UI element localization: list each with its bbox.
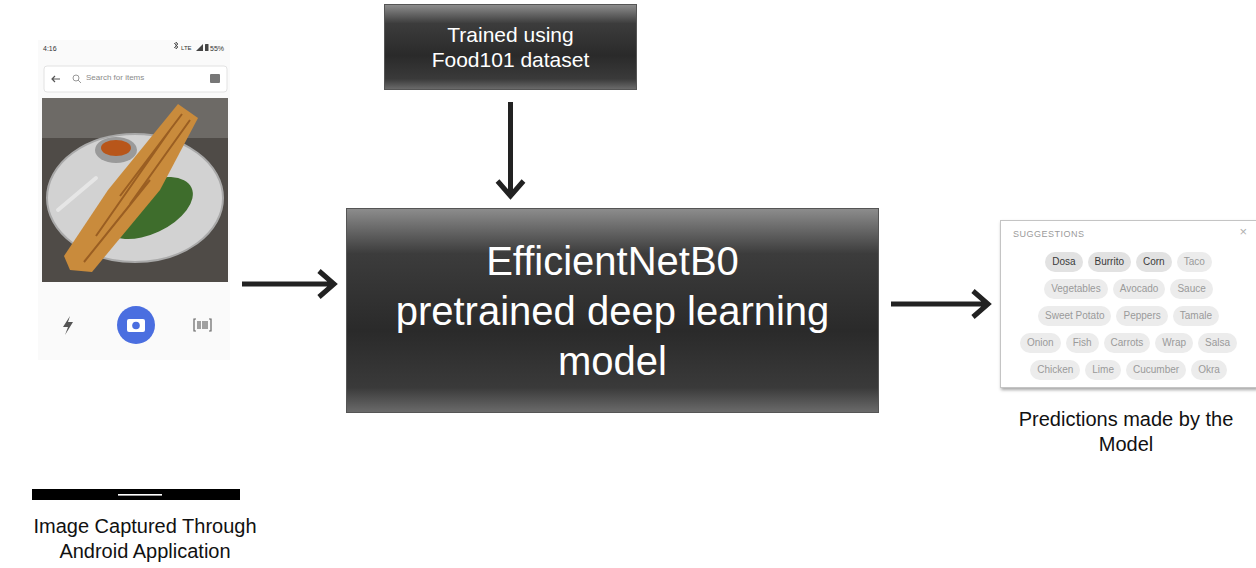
suggestion-chip: Okra (1191, 360, 1227, 380)
dosa-crust (84, 114, 190, 262)
chip-text: Okra (1198, 364, 1220, 375)
photo-background (42, 98, 228, 138)
chip-text: Vegetables (1051, 283, 1101, 294)
flash-icon (63, 316, 73, 335)
photo-ground (42, 98, 228, 282)
search-bar (44, 66, 227, 92)
food-photo (42, 98, 228, 282)
flow-arrow (498, 102, 524, 196)
sambar (101, 140, 131, 156)
chip-text: Onion (1027, 337, 1054, 348)
suggestion-chip: Salsa (1198, 333, 1237, 353)
nav-bar (32, 489, 240, 500)
phone-screenshot (38, 40, 230, 360)
flow-arrow (242, 271, 334, 297)
box-title: EfficientNetB0 pretrained deep learning … (395, 236, 831, 386)
chip-text: Burrito (1095, 256, 1124, 267)
spoon (58, 178, 96, 210)
network-label: LTE (181, 44, 192, 52)
suggestion-chip: Dosa (1045, 252, 1082, 272)
chip-row: Dosa Burrito Corn Taco (1001, 252, 1256, 272)
suggestion-chip: Corn (1136, 252, 1172, 272)
box-title: Trained using Food101 dataset (416, 22, 606, 72)
chip-text: Avocado (1120, 283, 1159, 294)
suggestion-chip: Carrots (1104, 333, 1151, 353)
chip-text: Corn (1143, 256, 1165, 267)
chip-text: Lime (1092, 364, 1114, 375)
suggestion-chip: Peppers (1116, 306, 1167, 326)
chip-text: Chicken (1037, 364, 1073, 375)
suggestion-chip: Avocado (1113, 279, 1166, 299)
chip-row: Vegetables Avocado Sauce (1001, 279, 1256, 299)
barcode-icon (194, 319, 211, 331)
suggestion-chip: Sweet Potato (1038, 306, 1111, 326)
suggestions-panel: SUGGESTIONS × Dosa Burrito Corn TacoVegetable… (1000, 220, 1256, 388)
chip-area: Dosa Burrito Corn TacoVegetables Avocado Sauc… (1001, 252, 1256, 387)
suggestion-chip: Cucumber (1126, 360, 1186, 380)
shutter-button (117, 306, 155, 344)
chip-row: Sweet Potato Peppers Tamale (1001, 306, 1256, 326)
figure-caption: Predictions made by the Model (1000, 407, 1252, 457)
chip-text: Salsa (1205, 337, 1230, 348)
bowl (95, 137, 137, 163)
close-icon: × (1239, 224, 1247, 239)
back-arrow (52, 76, 60, 82)
signal-icon (196, 44, 203, 51)
suggestion-chip: Onion (1020, 333, 1061, 353)
chip-text: Tamale (1180, 310, 1212, 321)
suggestion-chip: Lime (1085, 360, 1121, 380)
status-time: 4:16 (43, 44, 57, 53)
chip-text: Cucumber (1133, 364, 1179, 375)
figure-caption: Image Captured Through Android Applicati… (5, 514, 285, 564)
camera-lens (132, 322, 140, 330)
dosa (64, 104, 198, 272)
chip-text: Dosa (1052, 256, 1075, 267)
suggestion-chip: Wrap (1155, 333, 1193, 353)
panel-heading: SUGGESTIONS (1013, 229, 1085, 239)
chip-text: Sauce (1177, 283, 1205, 294)
gallery-icon (210, 74, 220, 83)
flow-arrow (891, 291, 988, 317)
suggestion-chip: Taco (1177, 252, 1212, 272)
bluetooth-icon (174, 42, 178, 49)
home-indicator (118, 494, 162, 496)
battery-icon (205, 44, 209, 51)
suggestion-chip: Burrito (1088, 252, 1131, 272)
suggestion-chip: Sauce (1170, 279, 1212, 299)
suggestion-chip: Fish (1066, 333, 1099, 353)
chip-text: Taco (1184, 256, 1205, 267)
battery-label: 55% (210, 44, 224, 53)
chip-text: Sweet Potato (1045, 310, 1104, 321)
status-icons (174, 42, 209, 51)
model-box: EfficientNetB0 pretrained deep learning … (346, 208, 879, 413)
chip-text: Fish (1073, 337, 1092, 348)
dataset-box: Trained using Food101 dataset (384, 4, 637, 90)
chip-text: Carrots (1111, 337, 1144, 348)
suggestion-chip: Vegetables (1044, 279, 1108, 299)
search-placeholder: Search for items (86, 73, 144, 83)
screen-ground (38, 40, 230, 360)
chip-row: Onion Fish Carrots Wrap Salsa (1001, 333, 1256, 353)
phone-screen: 4:16 LTE 55% Search for items (38, 40, 230, 360)
chip-row: Chicken Lime Cucumber Okra (1001, 360, 1256, 380)
chip-text: Peppers (1123, 310, 1160, 321)
search-icon-handle (78, 80, 81, 83)
chip-text: Wrap (1162, 337, 1186, 348)
suggestion-chip: Chicken (1030, 360, 1080, 380)
camera-icon (127, 319, 145, 332)
suggestion-chip: Tamale (1173, 306, 1219, 326)
